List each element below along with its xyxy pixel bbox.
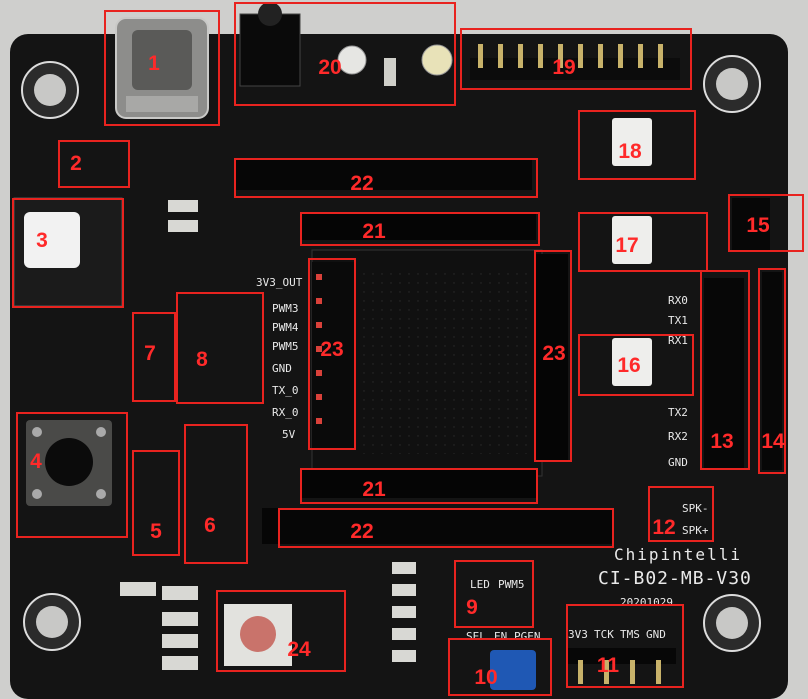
spi-header-pins xyxy=(478,44,663,68)
model-label: CI-B02-MB-V30 xyxy=(598,568,752,589)
annotation-box-1 xyxy=(104,10,220,126)
annotation-label-5: 5 xyxy=(150,520,162,543)
annotation-box-10 xyxy=(448,638,552,696)
annotation-box-19 xyxy=(460,28,692,90)
annotation-box-14 xyxy=(758,268,786,474)
annotation-box-3 xyxy=(12,198,124,308)
annotation-label-24: 24 xyxy=(287,638,311,661)
annotation-box-20 xyxy=(234,2,456,106)
annotation-label-2: 2 xyxy=(70,152,82,175)
annotation-label-23-left: 23 xyxy=(320,338,344,361)
svg-text:5V: 5V xyxy=(282,428,296,441)
annotation-label-12: 12 xyxy=(652,516,676,539)
svg-text:RX0: RX0 xyxy=(668,294,688,307)
annotation-label-6: 6 xyxy=(204,514,216,537)
svg-text:SPK-: SPK- xyxy=(682,502,709,515)
svg-text:RX1: RX1 xyxy=(668,334,688,347)
annotation-box-4 xyxy=(16,412,128,538)
annotation-label-7: 7 xyxy=(144,342,156,365)
annotation-label-10: 10 xyxy=(474,666,498,689)
led-d2 xyxy=(421,44,453,76)
annotation-box-18 xyxy=(578,110,696,180)
annotation-box-9 xyxy=(454,560,534,628)
annotation-box-15 xyxy=(728,194,804,252)
annotation-label-23-right: 23 xyxy=(542,342,566,365)
annotation-label-18: 18 xyxy=(618,140,642,163)
annotation-box-21-top xyxy=(300,212,540,246)
annotation-label-3: 3 xyxy=(36,229,48,252)
annotation-box-11 xyxy=(566,604,684,688)
svg-text:SPK+: SPK+ xyxy=(682,524,709,537)
annotation-label-16: 16 xyxy=(617,354,641,377)
svg-text:RX_0: RX_0 xyxy=(272,406,299,419)
brand-label: Chipintelli xyxy=(614,545,742,564)
right-header-pin-labels: RX0 TX1 RX1 TX2 RX2 GND xyxy=(668,294,688,469)
svg-text:TCK: TCK xyxy=(594,628,614,641)
annotation-label-13: 13 xyxy=(710,430,734,453)
spk-labels: SPK- SPK+ xyxy=(682,502,709,537)
annotation-label-14: 14 xyxy=(761,430,785,453)
jst-connector-17 xyxy=(612,216,652,264)
mounting-hole xyxy=(23,593,81,651)
annotation-box-5 xyxy=(132,450,180,556)
svg-text:3V3: 3V3 xyxy=(568,628,588,641)
annotation-box-13 xyxy=(700,270,750,470)
svg-text:PWM3: PWM3 xyxy=(272,302,299,315)
annotation-label-9: 9 xyxy=(466,596,478,619)
mounting-hole xyxy=(703,55,761,113)
svg-text:PWM5: PWM5 xyxy=(272,340,299,353)
svg-text:PWM5: PWM5 xyxy=(498,578,525,591)
svg-text:GND: GND xyxy=(668,456,688,469)
svg-text:TX2: TX2 xyxy=(668,406,688,419)
annotation-box-23-left xyxy=(308,258,356,450)
annotation-box-17 xyxy=(578,212,708,272)
annotation-box-22-top xyxy=(234,158,538,198)
led-d1 xyxy=(337,45,367,75)
svg-text:3V3_OUT: 3V3_OUT xyxy=(256,276,303,289)
svg-text:GND: GND xyxy=(646,628,666,641)
annotation-box-2 xyxy=(58,140,130,188)
svg-text:TX1: TX1 xyxy=(668,314,688,327)
annotation-box-23-right xyxy=(534,250,572,462)
annotation-box-7 xyxy=(132,312,176,402)
annotation-label-21-bottom: 21 xyxy=(362,478,386,501)
annotation-label-1: 1 xyxy=(148,52,160,75)
svg-text:RX2: RX2 xyxy=(668,430,688,443)
left-socket-pin-labels: 3V3_OUT PWM3 PWM4 PWM5 GND TX_0 RX_0 5V xyxy=(256,276,303,441)
svg-text:GND: GND xyxy=(272,362,292,375)
annotation-label-15: 15 xyxy=(746,214,770,237)
svg-text:TX_0: TX_0 xyxy=(272,384,299,397)
jst-connector-18 xyxy=(612,118,652,166)
annotation-label-19: 19 xyxy=(552,56,576,79)
annotation-box-12 xyxy=(648,486,714,542)
j9-labels: LED PWM5 xyxy=(470,578,525,591)
mounting-hole xyxy=(703,594,761,652)
jtag-pin-labels: 3V3 TCK TMS GND xyxy=(568,628,666,641)
svg-text:PWM4: PWM4 xyxy=(272,321,299,334)
blue-jumper-cap xyxy=(490,650,536,690)
smd-resistors xyxy=(120,200,416,670)
annotation-label-8: 8 xyxy=(196,348,208,371)
annotation-label-4: 4 xyxy=(30,450,42,473)
annotation-label-20: 20 xyxy=(318,56,342,79)
annotation-label-21-top: 21 xyxy=(362,220,386,243)
annotation-box-8 xyxy=(176,292,264,404)
annotation-label-17: 17 xyxy=(615,234,639,257)
annotation-box-16 xyxy=(578,334,694,396)
annotation-box-24 xyxy=(216,590,346,672)
annotation-label-11: 11 xyxy=(596,654,620,677)
jst-connector-16 xyxy=(612,338,652,386)
annotation-label-22-top: 22 xyxy=(350,172,374,195)
annotation-label-22-bottom: 22 xyxy=(350,520,374,543)
svg-text:LED: LED xyxy=(470,578,490,591)
svg-text:TMS: TMS xyxy=(620,628,640,641)
annotation-box-21-bottom xyxy=(300,468,538,504)
annotation-box-22-bottom xyxy=(278,508,614,548)
annotation-box-6 xyxy=(184,424,248,564)
mounting-hole xyxy=(21,61,79,119)
